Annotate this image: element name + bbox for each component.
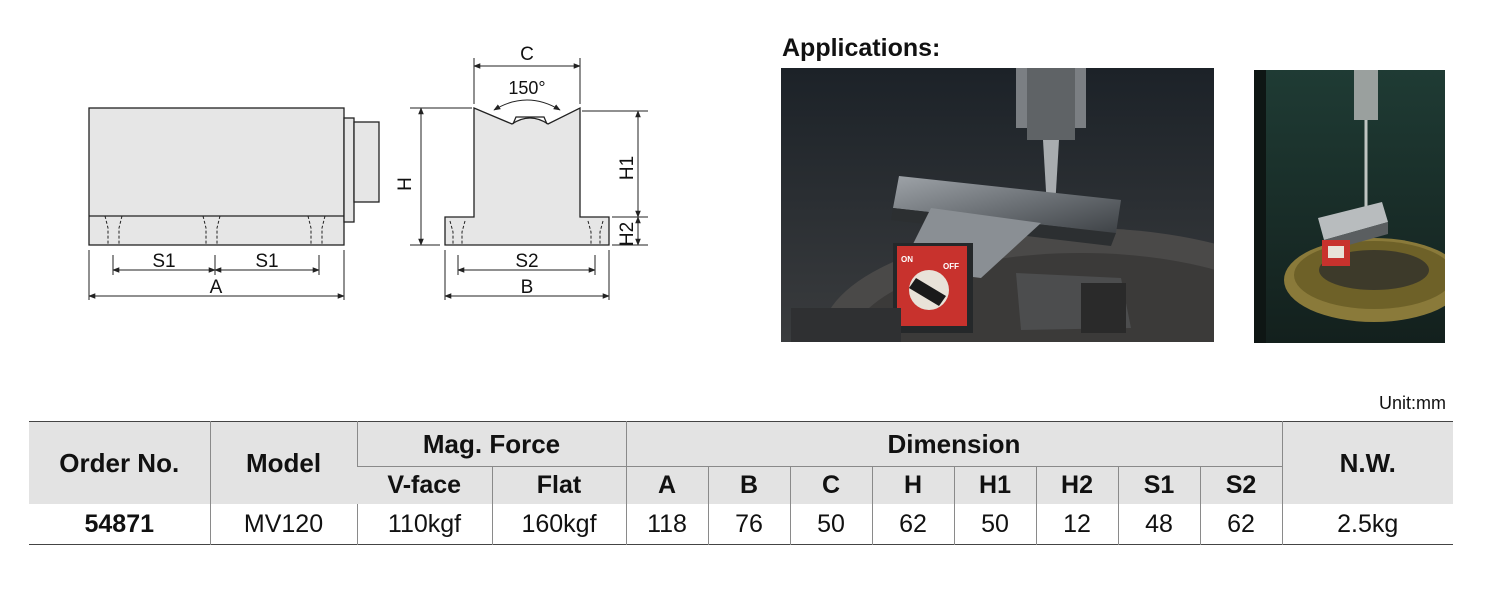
cell-dim-s1: 48 [1117, 504, 1200, 545]
cell-nw: 2.5kg [1281, 504, 1453, 545]
cell-model: MV120 [209, 504, 357, 545]
header-dim-h2: H2 [1035, 466, 1118, 504]
end-dimensions [410, 58, 648, 300]
cell-dim-h: 62 [871, 504, 954, 545]
label-b: B [521, 277, 534, 298]
label-a: A [210, 277, 223, 298]
header-dim-s1: S1 [1117, 466, 1200, 504]
applications-title: Applications: [782, 34, 941, 62]
header-dim-s2: S2 [1199, 466, 1282, 504]
end-view [444, 106, 610, 246]
header-dim-a: A [625, 466, 708, 504]
table-row: 54871 MV120 110kgf 160kgf 118 76 50 62 5… [29, 504, 1453, 545]
header-dim-b: B [707, 466, 790, 504]
header-model: Model [209, 421, 357, 504]
label-h: H [395, 177, 416, 191]
cell-flat: 160kgf [491, 504, 626, 545]
header-flat: Flat [491, 466, 626, 504]
cell-order-no: 54871 [84, 509, 155, 538]
label-s2: S2 [515, 251, 538, 272]
technical-drawing: S1 S1 A C 150° H H1 H2 S2 B [88, 44, 648, 300]
header-v-face: V-face [357, 466, 492, 504]
spec-table: Order No. Model Mag. Force Dimension N.W… [29, 421, 1453, 545]
cell-v-face: 110kgf [356, 504, 492, 545]
switch-on-label: ON [901, 255, 913, 264]
header-nw: N.W. [1281, 421, 1453, 504]
cell-dim-s2: 62 [1199, 504, 1282, 545]
header-dim-h1: H1 [953, 466, 1036, 504]
label-angle: 150° [508, 78, 545, 98]
header-mag-force: Mag. Force [356, 421, 626, 467]
application-photo-machining [1254, 70, 1445, 343]
header-dimension: Dimension [625, 421, 1282, 467]
cell-dim-a: 118 [625, 504, 708, 545]
header-dim-c: C [789, 466, 872, 504]
cell-dim-h2: 12 [1035, 504, 1118, 545]
label-h1: H1 [617, 156, 638, 180]
header-order-no: Order No. [29, 421, 210, 504]
unit-label: Unit:mm [1379, 393, 1446, 413]
cell-dim-c: 50 [789, 504, 872, 545]
application-photo-drilling: ON OFF [781, 68, 1214, 342]
side-dimensions [88, 250, 345, 300]
cell-dim-b: 76 [707, 504, 790, 545]
cell-dim-h1: 50 [953, 504, 1036, 545]
label-h2: H2 [617, 222, 638, 246]
switch-off-label: OFF [943, 262, 959, 271]
label-s1-left: S1 [152, 251, 175, 272]
header-dim-h: H [871, 466, 954, 504]
side-view [88, 107, 380, 246]
label-c: C [520, 44, 534, 65]
label-s1-right: S1 [255, 251, 278, 272]
